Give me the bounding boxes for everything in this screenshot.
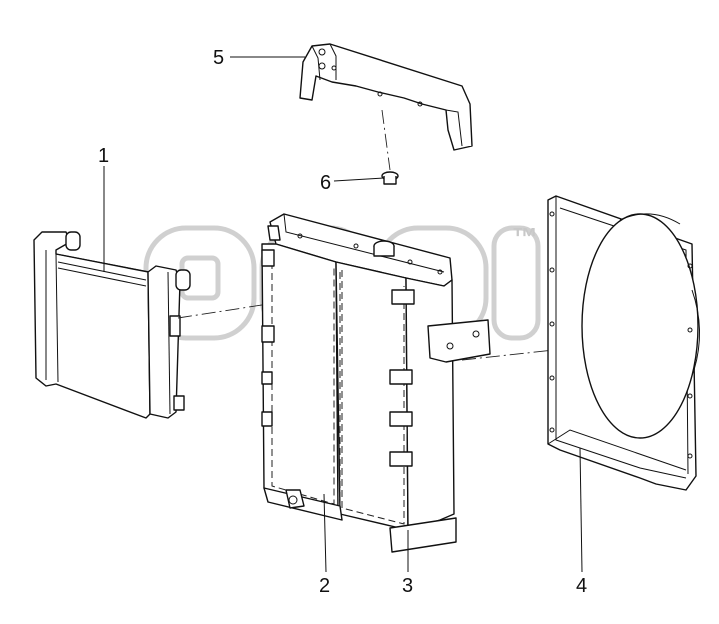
axis-line-cap bbox=[381, 109, 391, 171]
callout-3: 3 bbox=[402, 575, 413, 597]
watermark-trademark: ™ bbox=[512, 222, 538, 252]
part-5-top-cover bbox=[299, 43, 473, 151]
callout-2: 2 bbox=[319, 575, 330, 597]
part-2-3-radiator bbox=[261, 213, 491, 553]
callout-4: 4 bbox=[576, 575, 587, 597]
callout-1: 1 bbox=[98, 145, 109, 167]
callout-6: 6 bbox=[320, 172, 331, 194]
leader-2 bbox=[323, 493, 327, 573]
part-1-cooler bbox=[33, 231, 191, 419]
leader-4 bbox=[579, 447, 583, 573]
part-6-cap bbox=[381, 171, 399, 185]
part-4-fan-shroud bbox=[547, 195, 700, 491]
leader-6 bbox=[333, 177, 385, 182]
callout-5: 5 bbox=[213, 47, 224, 69]
